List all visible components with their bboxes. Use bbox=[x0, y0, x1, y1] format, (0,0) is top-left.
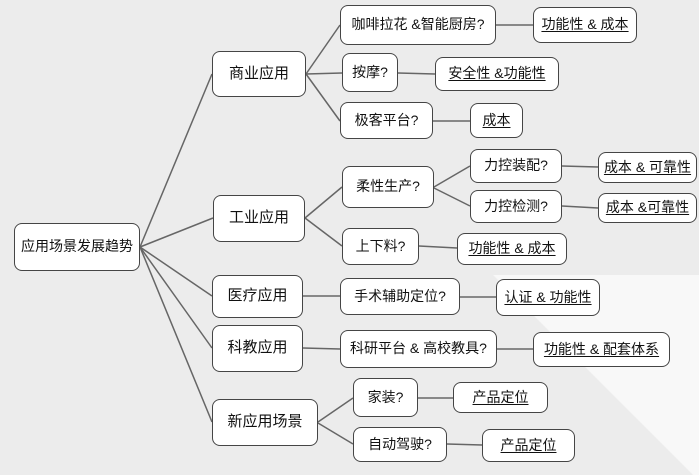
node-factor-loading[interactable]: 功能性 & 成本 bbox=[457, 233, 567, 265]
node-scenario-research-platform[interactable]: 科研平台 & 高校教具? bbox=[340, 330, 497, 368]
node-category-new-scenarios[interactable]: 新应用场景 bbox=[212, 399, 318, 446]
node-factor-assembly[interactable]: 成本 & 可靠性 bbox=[598, 152, 697, 183]
node-factor-home[interactable]: 产品定位 bbox=[453, 382, 548, 413]
node-category-industrial[interactable]: 工业应用 bbox=[213, 195, 305, 242]
node-category-business[interactable]: 商业应用 bbox=[212, 51, 306, 97]
node-category-medical[interactable]: 医疗应用 bbox=[212, 275, 303, 318]
node-scenario-loading-unloading[interactable]: 上下料? bbox=[342, 228, 419, 265]
node-factor-surgical[interactable]: 认证 & 功能性 bbox=[496, 279, 600, 316]
node-scenario-autonomous-driving[interactable]: 自动驾驶? bbox=[353, 427, 447, 462]
node-root[interactable]: 应用场景发展趋势 bbox=[14, 223, 140, 271]
node-scenario-surgical-positioning[interactable]: 手术辅助定位? bbox=[340, 278, 460, 315]
node-scenario-massage[interactable]: 按摩? bbox=[342, 53, 398, 92]
node-scenario-force-inspection[interactable]: 力控检测? bbox=[470, 190, 562, 223]
node-scenario-coffee-smart-kitchen[interactable]: 咖啡拉花 &智能厨房? bbox=[340, 5, 496, 45]
node-scenario-force-assembly[interactable]: 力控装配? bbox=[470, 149, 562, 183]
node-scenario-home-decoration[interactable]: 家装? bbox=[353, 378, 418, 417]
node-factor-massage[interactable]: 安全性 &功能性 bbox=[435, 57, 559, 91]
node-category-education[interactable]: 科教应用 bbox=[212, 325, 303, 372]
node-factor-research[interactable]: 功能性 & 配套体系 bbox=[533, 332, 670, 367]
node-factor-coffee[interactable]: 功能性 & 成本 bbox=[533, 7, 637, 43]
node-scenario-geek-platform[interactable]: 极客平台? bbox=[340, 102, 433, 139]
node-factor-driving[interactable]: 产品定位 bbox=[482, 429, 575, 462]
node-scenario-flexible-production[interactable]: 柔性生产? bbox=[342, 166, 434, 208]
node-factor-geek[interactable]: 成本 bbox=[470, 103, 523, 138]
node-factor-inspection[interactable]: 成本 &可靠性 bbox=[598, 193, 697, 223]
